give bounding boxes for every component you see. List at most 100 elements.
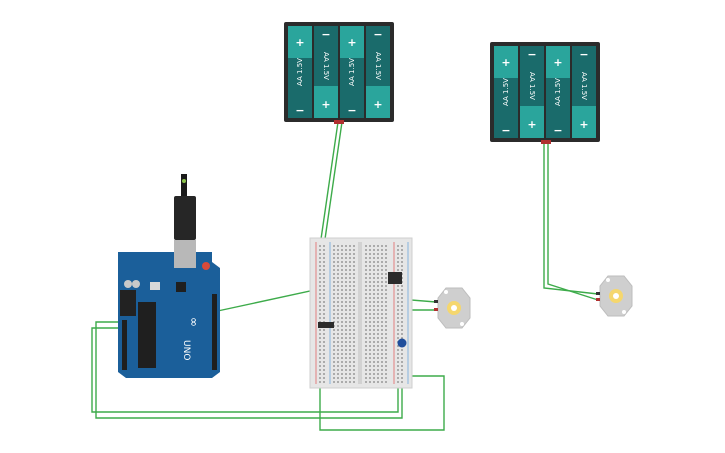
wire-arduino-gnd-loop[interactable] (95, 321, 403, 419)
breadboard-hole (323, 313, 325, 315)
battery-pack-left[interactable]: + − AA 1.5V − + AA 1.5V + − AA 1.5V − + … (284, 22, 394, 124)
reset-button[interactable] (202, 262, 210, 270)
breadboard-hole (349, 369, 351, 371)
breadboard-hole (349, 329, 351, 331)
breadboard-hole (353, 345, 355, 347)
breadboard-hole (365, 253, 367, 255)
breadboard-hole (369, 357, 371, 359)
battery-pack-right[interactable]: + − AA 1.5V − + AA 1.5V + − AA 1.5V − + … (490, 42, 600, 144)
breadboard-hole (381, 325, 383, 327)
breadboard-hole (353, 297, 355, 299)
breadboard-hole (323, 305, 325, 307)
breadboard-hole (377, 345, 379, 347)
breadboard-hole (345, 345, 347, 347)
breadboard[interactable] (309, 237, 413, 389)
breadboard-hole (337, 357, 339, 359)
breadboard-hole (401, 261, 403, 263)
wire-battery1-neg[interactable] (323, 121, 343, 247)
breadboard-hole (369, 277, 371, 279)
breadboard-hole (365, 361, 367, 363)
breadboard-hole (337, 269, 339, 271)
wire-battery2-neg[interactable] (547, 142, 599, 301)
breadboard-hole (381, 349, 383, 351)
breadboard-hole (381, 345, 383, 347)
breadboard-hole (341, 305, 343, 307)
breadboard-hole (323, 361, 325, 363)
breadboard-hole (365, 305, 367, 307)
breadboard-hole (341, 373, 343, 375)
arduino-uno[interactable]: ∞ UNO (118, 174, 220, 378)
cell-label: AA 1.5V (502, 78, 510, 106)
breadboard-hole (377, 309, 379, 311)
motor-right[interactable] (596, 275, 633, 317)
breadboard-hole (333, 349, 335, 351)
breadboard-hole (341, 261, 343, 263)
breadboard-hole (333, 377, 335, 379)
breadboard-hole (345, 361, 347, 363)
diode[interactable] (318, 322, 334, 328)
breadboard-hole (385, 281, 387, 283)
breadboard-hole (349, 381, 351, 383)
breadboard-hole (345, 253, 347, 255)
breadboard-hole (353, 313, 355, 315)
breadboard-hole (341, 325, 343, 327)
wire-battery1-pos[interactable] (319, 121, 339, 247)
breadboard-hole (349, 357, 351, 359)
breadboard-hole (345, 249, 347, 251)
breadboard-hole (353, 353, 355, 355)
breadboard-hole (401, 365, 403, 367)
breadboard-hole (319, 253, 321, 255)
breadboard-hole (365, 345, 367, 347)
breadboard-hole (353, 305, 355, 307)
breadboard-hole (397, 329, 399, 331)
breadboard-hole (373, 317, 375, 319)
breadboard-hole (319, 297, 321, 299)
breadboard-ic[interactable] (388, 272, 402, 284)
breadboard-hole (377, 301, 379, 303)
breadboard-hole (349, 345, 351, 347)
breadboard-hole (385, 329, 387, 331)
cell-bottom-sign: − (347, 104, 356, 117)
breadboard-hole (385, 369, 387, 371)
breadboard-hole (319, 317, 321, 319)
breadboard-hole (345, 285, 347, 287)
breadboard-hole (397, 289, 399, 291)
breadboard-hole (365, 261, 367, 263)
breadboard-hole (353, 281, 355, 283)
breadboard-hole (373, 349, 375, 351)
breadboard-hole (319, 353, 321, 355)
wire-battery2-pos[interactable] (543, 142, 599, 295)
cell-top-sign: − (527, 48, 536, 61)
blue-capacitor[interactable] (397, 338, 407, 348)
breadboard-hole (345, 357, 347, 359)
breadboard-hole (345, 245, 347, 247)
breadboard-hole (373, 281, 375, 283)
motor-left[interactable] (434, 287, 471, 329)
breadboard-hole (353, 357, 355, 359)
breadboard-hole (385, 309, 387, 311)
breadboard-hole (365, 273, 367, 275)
breadboard-hole (349, 321, 351, 323)
breadboard-hole (337, 257, 339, 259)
breadboard-hole (365, 265, 367, 267)
breadboard-hole (373, 321, 375, 323)
breadboard-hole (373, 257, 375, 259)
breadboard-hole (373, 325, 375, 327)
breadboard-hole (341, 369, 343, 371)
usb-cable (181, 174, 187, 196)
breadboard-hole (353, 337, 355, 339)
breadboard-hole (345, 377, 347, 379)
wire-bb-rail-loop[interactable] (319, 375, 445, 431)
breadboard-hole (341, 321, 343, 323)
breadboard-hole (333, 273, 335, 275)
breadboard-hole (353, 277, 355, 279)
breadboard-hole (333, 341, 335, 343)
breadboard-hole (345, 293, 347, 295)
breadboard-hole (333, 309, 335, 311)
wire-arduino-5v-loop[interactable] (91, 327, 399, 413)
breadboard-hole (397, 261, 399, 263)
breadboard-hole (369, 301, 371, 303)
breadboard-hole (337, 313, 339, 315)
breadboard-hole (373, 381, 375, 383)
